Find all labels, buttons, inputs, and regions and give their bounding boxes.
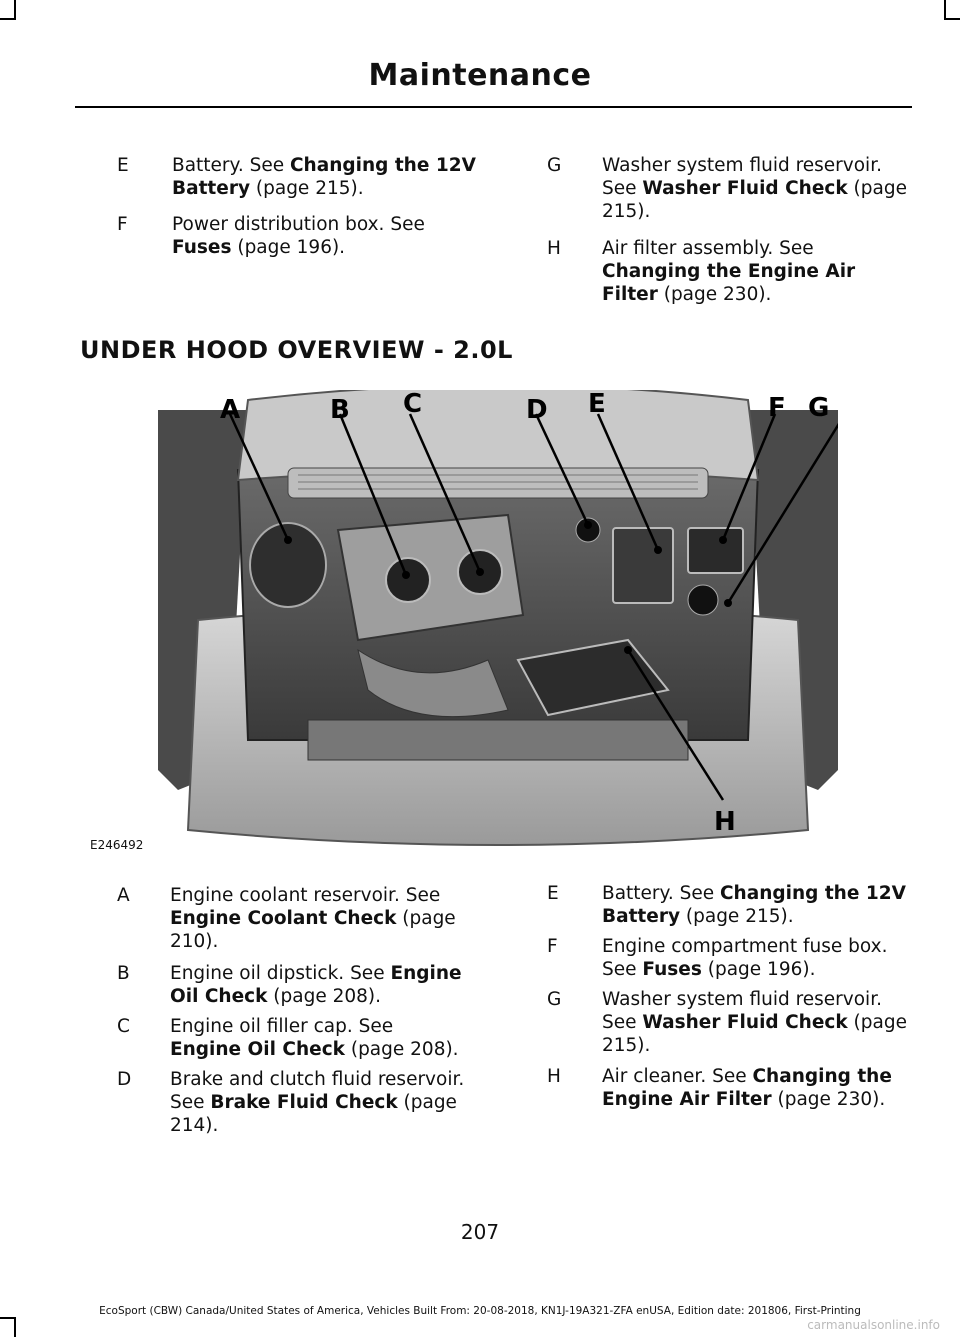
callout-g: G: [808, 393, 829, 423]
item-text: Battery. See Changing the 12V Battery (p…: [172, 155, 476, 199]
hood-underside: [236, 390, 760, 482]
header-divider: [75, 106, 912, 108]
exhaust-manifold: [357, 648, 509, 718]
cowl-panel: [287, 467, 709, 499]
item-letter: C: [117, 1016, 130, 1037]
fuse-box: [687, 527, 744, 574]
item-text: Engine oil filler cap. See Engine Oil Ch…: [170, 1016, 459, 1060]
item-text: Brake and clutch fluid reservoir. See Br…: [170, 1069, 465, 1136]
air-filter: [516, 638, 670, 717]
item-text: Engine compartment fuse box. See Fuses (…: [602, 936, 888, 980]
washer-reservoir: [687, 584, 719, 616]
crop-mark: [944, 0, 946, 20]
radiator-support: [307, 719, 689, 761]
callout-e: E: [588, 390, 606, 419]
crop-mark: [14, 0, 16, 20]
item-letter: F: [547, 936, 558, 957]
item-letter: G: [547, 989, 562, 1010]
page-title: Maintenance: [368, 58, 592, 93]
watermark: carmanualsonline.info: [807, 1318, 940, 1332]
figure-id: E246492: [90, 838, 144, 852]
item-text: Engine coolant reservoir. See Engine Coo…: [170, 885, 456, 952]
footer-edition-info: EcoSport (CBW) Canada/United States of A…: [99, 1305, 861, 1317]
callout-b: B: [330, 395, 350, 425]
item-letter: B: [117, 963, 130, 984]
coolant-reservoir: [249, 522, 327, 608]
cross-reference-link[interactable]: Changing the 12V Battery: [172, 155, 476, 199]
item-text: Washer system fluid reservoir. See Washe…: [602, 989, 907, 1056]
item-letter: D: [117, 1069, 132, 1090]
cross-reference-link[interactable]: Fuses: [642, 959, 702, 980]
crop-mark: [14, 1317, 16, 1337]
item-letter: H: [547, 238, 561, 259]
crop-mark: [0, 18, 16, 20]
item-text: Power distribution box. See Fuses (page …: [172, 214, 425, 258]
item-text: Air filter assembly. See Changing the En…: [602, 238, 856, 305]
cross-reference-link[interactable]: Changing the 12V Battery: [602, 883, 906, 927]
item-letter: E: [117, 155, 129, 176]
item-text: Battery. See Changing the 12V Battery (p…: [602, 883, 906, 927]
cross-reference-link[interactable]: Changing the Engine Air Filter: [602, 261, 856, 305]
item-letter: F: [117, 214, 128, 235]
callout-c: C: [403, 390, 422, 419]
item-letter: A: [117, 885, 130, 906]
cross-reference-link[interactable]: Washer Fluid Check: [642, 178, 848, 199]
callout-d: D: [526, 395, 548, 425]
item-letter: E: [547, 883, 559, 904]
page-number: 207: [460, 1220, 500, 1244]
oil-dipstick: [385, 557, 431, 603]
callout-f: F: [768, 393, 786, 423]
callout-h: H: [714, 807, 736, 837]
item-letter: G: [547, 155, 562, 176]
section-title: UNDER HOOD OVERVIEW - 2.0L: [80, 336, 513, 364]
cross-reference-link[interactable]: Fuses: [172, 237, 232, 258]
cross-reference-link[interactable]: Washer Fluid Check: [642, 1012, 848, 1033]
cross-reference-link[interactable]: Engine Coolant Check: [170, 908, 397, 929]
battery: [612, 527, 674, 604]
crop-mark: [944, 18, 960, 20]
item-letter: H: [547, 1066, 561, 1087]
cross-reference-link[interactable]: Brake Fluid Check: [210, 1092, 398, 1113]
brake-fluid-reservoir: [575, 517, 601, 543]
cross-reference-link[interactable]: Engine Oil Check: [170, 963, 462, 1007]
item-text: Engine oil dipstick. See Engine Oil Chec…: [170, 963, 462, 1007]
cross-reference-link[interactable]: Engine Oil Check: [170, 1039, 345, 1060]
callout-a: A: [220, 395, 240, 425]
item-text: Air cleaner. See Changing the Engine Air…: [602, 1066, 892, 1110]
item-text: Washer system fluid reservoir. See Washe…: [602, 155, 907, 222]
cross-reference-link[interactable]: Changing the Engine Air Filter: [602, 1066, 892, 1110]
under-hood-illustration: A B C D E F G H: [158, 390, 838, 846]
crop-mark: [0, 1317, 16, 1319]
